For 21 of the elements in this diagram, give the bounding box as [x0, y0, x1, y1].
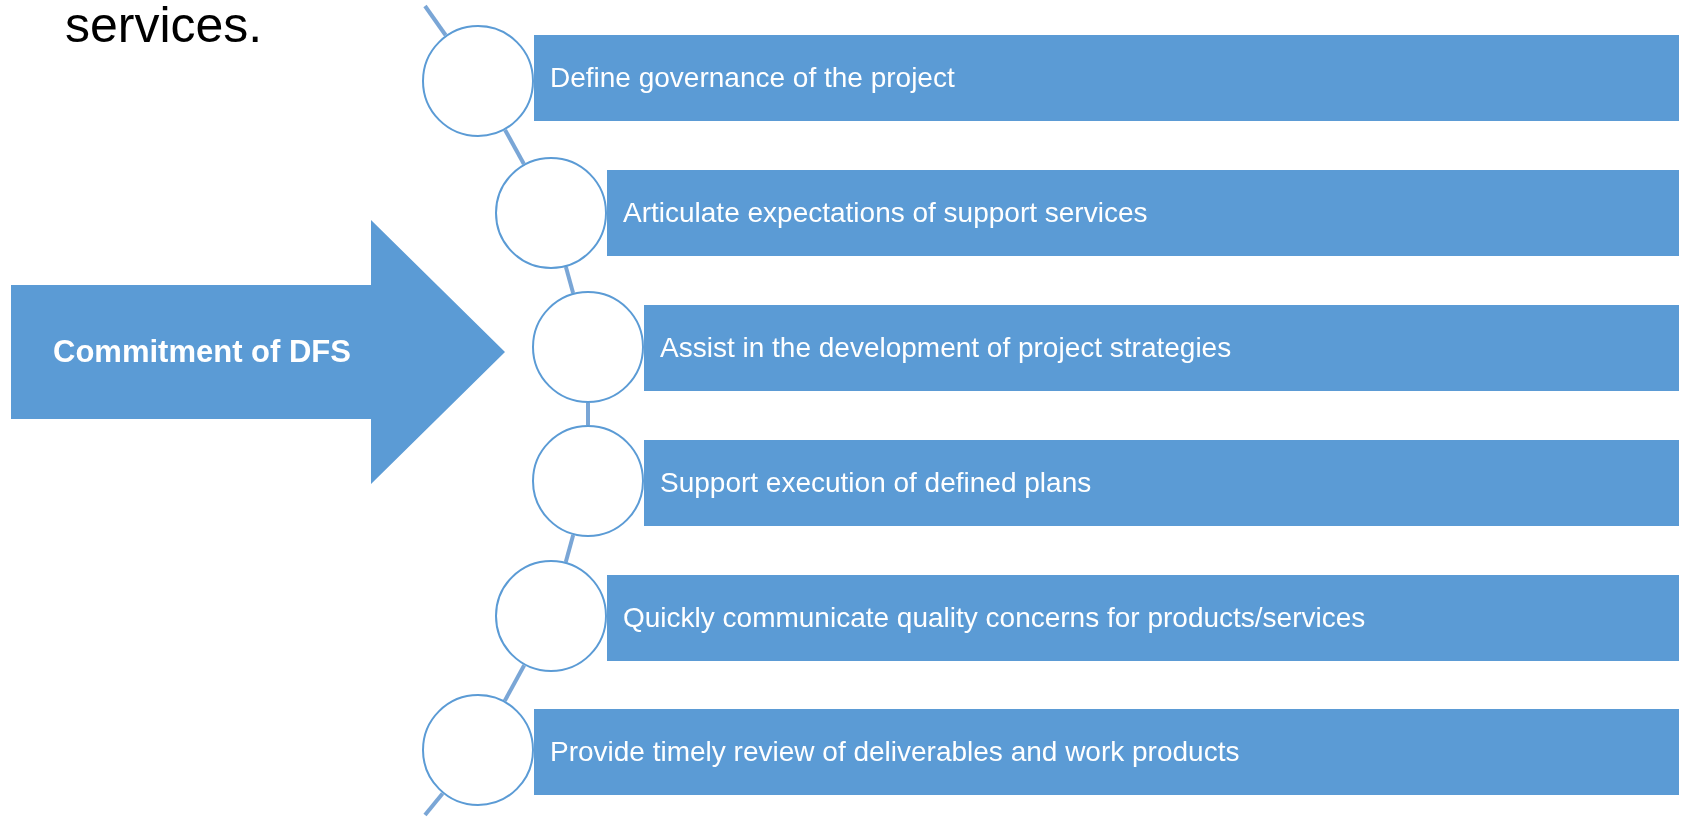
connector-line	[503, 664, 526, 702]
step-text: Define governance of the project	[550, 62, 955, 94]
step-bar	[607, 170, 1679, 256]
title-fragment-text: services.	[65, 0, 263, 50]
connector-line	[423, 4, 448, 37]
connector-line	[586, 403, 590, 425]
step-bar	[607, 575, 1679, 661]
step-bar	[644, 305, 1679, 391]
connector-line	[563, 534, 576, 563]
connector-line	[423, 792, 445, 817]
connector-line	[564, 266, 576, 294]
step-text: Provide timely review of deliverables and work products	[550, 736, 1240, 768]
arrow-label: Commitment of DFS	[53, 334, 351, 370]
step-text: Quickly communicate quality concerns for products/services	[623, 602, 1366, 634]
step-bar	[644, 440, 1679, 526]
step-text: Assist in the development of project strategies	[660, 332, 1232, 364]
step-text: Support execution of defined plans	[660, 467, 1092, 499]
step-text: Articulate expectations of support services	[623, 197, 1148, 229]
connector-line	[503, 129, 526, 165]
step-bar	[534, 35, 1679, 121]
step-bar	[534, 709, 1679, 795]
